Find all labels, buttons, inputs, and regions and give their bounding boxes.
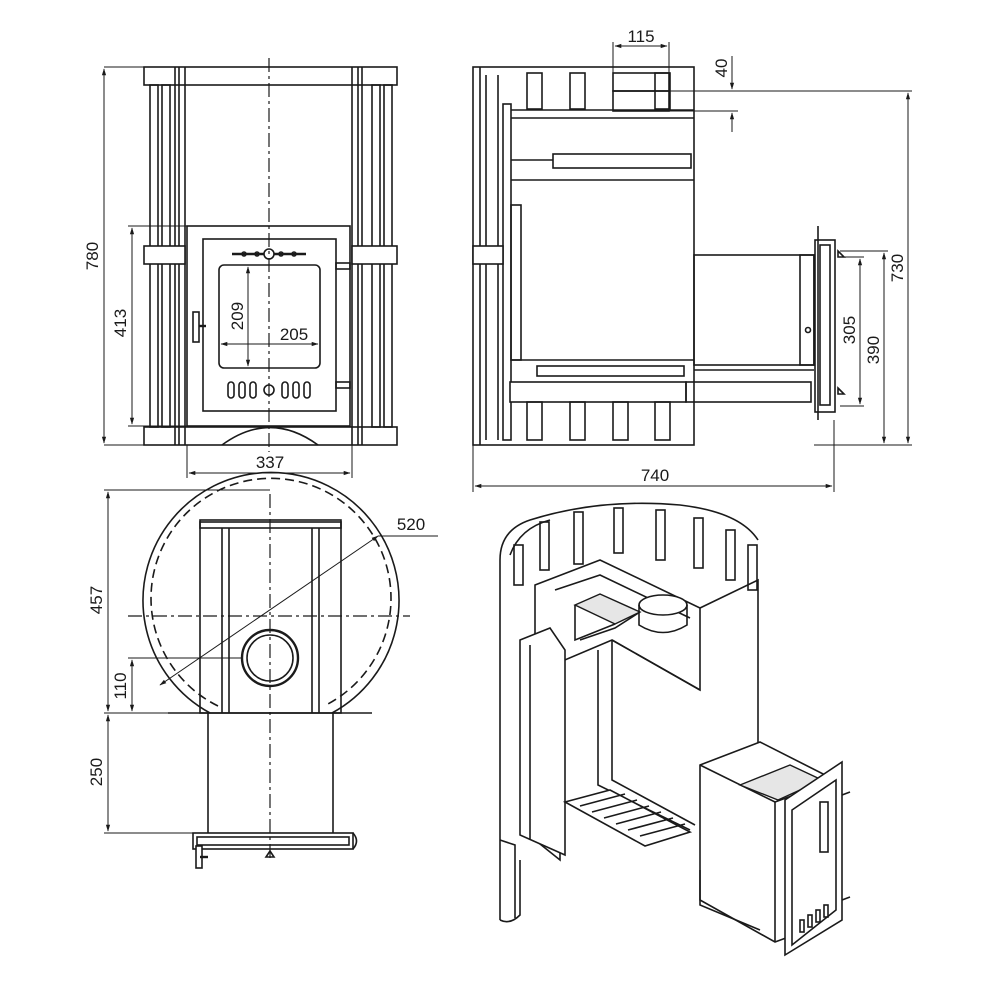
- bottom-slats: [526, 401, 671, 441]
- dim-413-label: 413: [111, 309, 130, 337]
- dim-209-label: 209: [228, 302, 247, 330]
- dim-457-label: 457: [87, 586, 106, 614]
- dim-305-label: 305: [840, 316, 859, 344]
- dim-110-label: 110: [111, 672, 130, 699]
- left-ribs: [143, 67, 186, 445]
- dim-740-label: 740: [641, 466, 669, 485]
- side-view: 115 40 730 390 305: [472, 27, 912, 492]
- iso-door-vents: [799, 904, 829, 933]
- iso-grate: [562, 789, 693, 847]
- dim-390: 390: [840, 250, 888, 444]
- dim-205-label: 205: [280, 325, 308, 344]
- iso-slats: [513, 507, 758, 591]
- dim-110: 110: [111, 657, 242, 712]
- dim-305: 305: [840, 256, 864, 407]
- dim-209: 209: [228, 266, 251, 367]
- dim-457: 457: [87, 489, 270, 714]
- top-view: 520 457 110 250: [87, 471, 438, 869]
- dim-250: 250: [87, 714, 193, 834]
- dim-40-label: 40: [712, 59, 731, 78]
- dim-115: 115: [612, 27, 670, 73]
- dim-413: 413: [111, 225, 187, 427]
- isometric-cutaway: [499, 502, 851, 957]
- right-ribs: [351, 67, 398, 445]
- dim-520-label: 520: [397, 515, 425, 534]
- dim-337-label: 337: [256, 453, 284, 472]
- top-slats: [526, 72, 671, 112]
- dim-250-label: 250: [87, 758, 106, 786]
- dim-390-label: 390: [864, 336, 883, 364]
- dim-205: 205: [220, 325, 319, 347]
- dim-780-label: 780: [83, 242, 102, 270]
- dim-780: 780: [83, 66, 144, 446]
- dim-730: 730: [694, 90, 912, 446]
- dim-115-label: 115: [627, 27, 654, 46]
- front-view: 780 413 209 205 337: [83, 58, 398, 478]
- dim-520: 520: [159, 515, 438, 686]
- dim-730-label: 730: [888, 254, 907, 282]
- dim-740: 740: [472, 420, 835, 492]
